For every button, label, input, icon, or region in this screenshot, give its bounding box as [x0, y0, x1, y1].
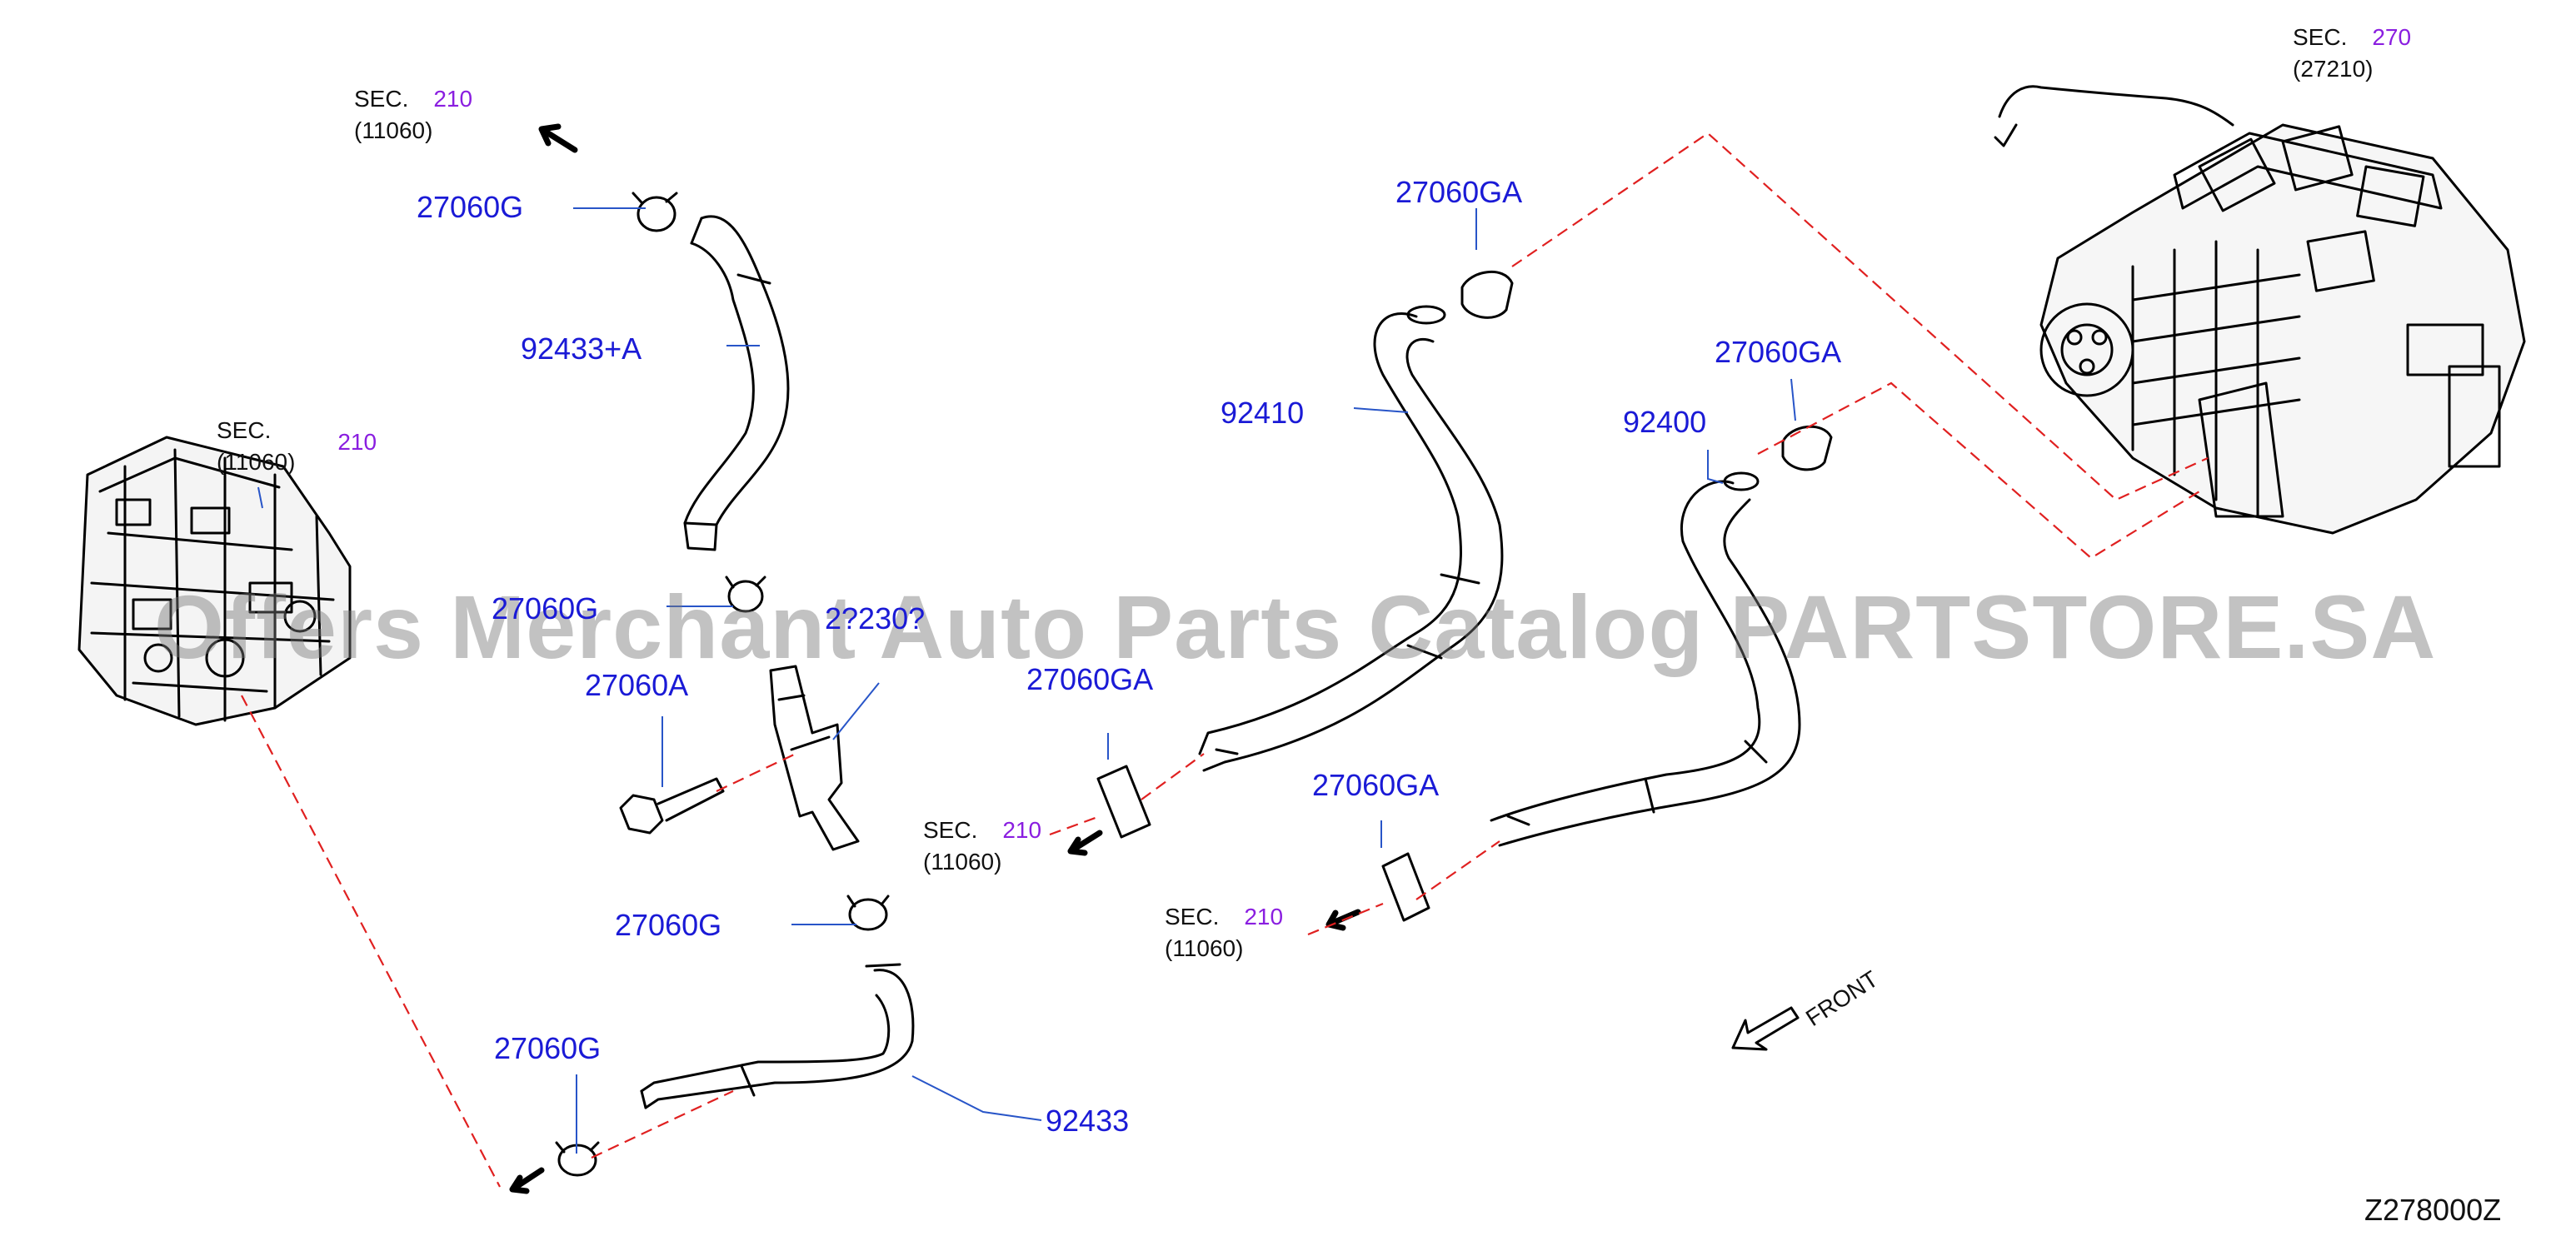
- part-label-27060g[interactable]: 27060G: [615, 908, 722, 942]
- part-label-92400[interactable]: 92400: [1623, 405, 1707, 439]
- hose-92433: [640, 963, 915, 1109]
- part-label-27060g[interactable]: 27060G: [494, 1031, 602, 1065]
- diagram-reference-code: Z278000Z: [2364, 1193, 2502, 1227]
- sec-ref-number: 210: [337, 429, 377, 455]
- sec-ref-label: SEC.: [217, 417, 272, 443]
- part-label-27060ga[interactable]: 27060GA: [1312, 768, 1440, 802]
- clamp-27060ga-4: [1381, 852, 1430, 922]
- sec-ref-label: SEC.: [2293, 24, 2348, 50]
- sec-ref-sub: (11060): [354, 117, 433, 143]
- engine-block-illustration: [77, 436, 352, 726]
- sec-ref-sub: (27210): [2293, 56, 2374, 82]
- part-label-27060ga[interactable]: 27060GA: [1395, 175, 1523, 209]
- part-label-27060g[interactable]: 27060G: [492, 591, 599, 625]
- sec-ref-sub: (11060): [1165, 935, 1244, 961]
- sec-ref-label: SEC.: [1165, 904, 1220, 929]
- part-label-92433[interactable]: 92433: [1046, 1104, 1130, 1138]
- sec-ref-number: 270: [2372, 24, 2412, 50]
- part-label-27060a[interactable]: 27060A: [585, 668, 689, 702]
- part-label-21230[interactable]: 2?230?: [825, 601, 926, 635]
- clamp-27060g-top: [632, 192, 678, 232]
- clamp-27060g-mid: [725, 576, 766, 613]
- direction-arrows: [509, 123, 1361, 1194]
- sec-ref-sub: (11060): [923, 849, 1002, 875]
- part-label-92433-a[interactable]: 92433+A: [521, 331, 642, 366]
- sec-ref-270[interactable]: SEC. 270 (27210): [2293, 22, 2411, 85]
- hose-92410: [1198, 305, 1504, 772]
- hose-92433-a: [683, 215, 790, 551]
- heater-unit-illustration: [1994, 85, 2526, 535]
- part-label-27060ga[interactable]: 27060GA: [1715, 335, 1842, 369]
- sec-ref-210-right[interactable]: SEC. 210 (11060): [1165, 901, 1283, 964]
- sec-ref-number: 210: [433, 86, 473, 112]
- sec-ref-number: 210: [1244, 904, 1284, 929]
- sec-ref-label: SEC.: [354, 86, 409, 112]
- clamp-27060ga-2: [1781, 425, 1833, 471]
- hose-92400: [1490, 471, 1801, 847]
- front-arrow-icon: [1731, 1006, 1800, 1051]
- clamp-27060g-lower: [846, 895, 890, 931]
- sec-ref-210-top[interactable]: SEC. 210 (11060): [354, 83, 472, 147]
- part-label-27060g[interactable]: 27060G: [417, 190, 524, 224]
- bolt-27060a: [619, 777, 725, 835]
- sec-ref-label: SEC.: [923, 817, 978, 843]
- sec-ref-210-mid[interactable]: SEC. 210 (11060): [923, 815, 1041, 878]
- watermark-text: Offers Merchant Auto Parts Catalog PARTS…: [154, 576, 2437, 677]
- sec-ref-number: 210: [1002, 817, 1042, 843]
- part-label-27060ga[interactable]: 27060GA: [1026, 662, 1154, 696]
- clamp-27060ga-1: [1460, 270, 1514, 319]
- sec-ref-210-engine[interactable]: SEC. 210 (11060): [217, 415, 377, 478]
- valve-21230: [769, 665, 860, 851]
- clamp-27060ga-3: [1096, 765, 1151, 839]
- sec-ref-sub: (11060): [217, 449, 296, 475]
- part-label-92410[interactable]: 92410: [1221, 396, 1305, 430]
